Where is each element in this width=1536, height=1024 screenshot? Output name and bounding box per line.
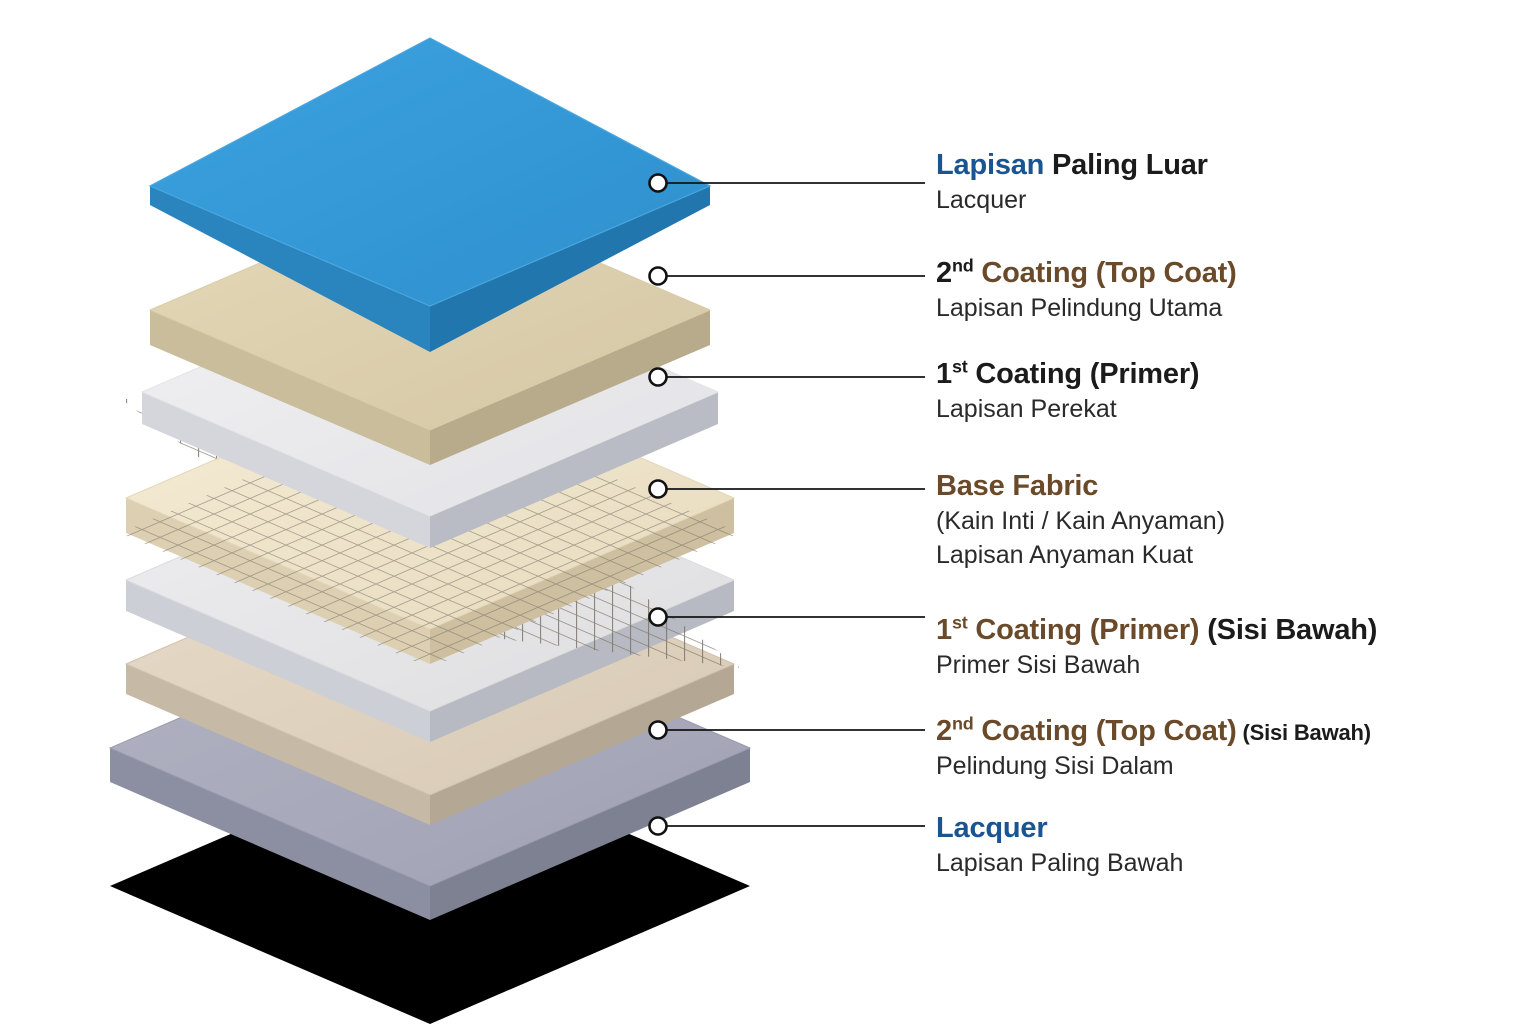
callout-title-part: Coating (Primer) <box>967 358 1200 390</box>
callout-subtitle-primer-upper: Lapisan Perekat <box>936 395 1117 424</box>
ordinal-suffix: nd <box>951 255 974 276</box>
ordinal-suffix: st <box>951 612 968 633</box>
callout-dot-primer-upper <box>648 367 668 387</box>
callout-dot-top-coat-lower <box>648 720 668 740</box>
callout-title-part: (Sisi Bawah) <box>1199 614 1378 646</box>
callout-leaders <box>666 182 925 827</box>
callout-subtitle-lacquer-bottom: Lapisan Paling Bawah <box>936 849 1184 878</box>
layer-lacquer-top <box>148 37 712 352</box>
callout-title-part: Coating (Top Coat) <box>973 715 1237 747</box>
callout-title-part: 2 <box>936 715 952 747</box>
callout-dot-lacquer-bottom <box>648 816 668 836</box>
callout-subtitle-primer-lower: Primer Sisi Bawah <box>936 651 1141 680</box>
callout-dot-top-coat-upper <box>648 266 668 286</box>
callout-label-primer-upper: 1st Coating (Primer) Lapisan Perekat <box>936 356 1200 425</box>
callout-label-lacquer-bottom: Lacquer Lapisan Paling Bawah <box>936 811 1183 879</box>
callout-title-primer-lower: 1st Coating (Primer) (Sisi Bawah) <box>936 613 1377 647</box>
callout-title-part: (Sisi Bawah) <box>1236 720 1371 745</box>
callout-title-part: Lacquer <box>936 812 1048 844</box>
callout-dots[interactable] <box>648 173 668 836</box>
callout-subtitle-top-coat-upper: Lapisan Pelindung Utama <box>936 294 1223 323</box>
callout-title-part: Coating (Primer) <box>967 614 1200 646</box>
callout-dot-primer-lower <box>648 607 668 627</box>
ordinal-suffix: st <box>951 356 968 377</box>
callout-title-part: Paling Luar <box>1044 149 1208 181</box>
callout-label-primer-lower: 1st Coating (Primer) (Sisi Bawah) Primer… <box>936 613 1377 681</box>
callout-label-lacquer-top: Lapisan Paling Luar Lacquer <box>936 148 1208 216</box>
callout-title-lacquer-bottom: Lacquer <box>936 811 1183 845</box>
callout-subtitle-lacquer-top: Lacquer <box>936 186 1027 215</box>
callout-title-part: Base Fabric <box>936 470 1099 502</box>
callout-subtitle-base-fabric: (Kain Inti / Kain Anyaman) <box>936 507 1226 536</box>
callout-title-top-coat-upper: 2nd Coating (Top Coat) <box>936 256 1237 290</box>
callout-title-base-fabric: Base Fabric <box>936 469 1225 503</box>
callout-dot-base-fabric <box>648 479 668 499</box>
callout-dot-lacquer-top <box>648 173 668 193</box>
callout-title-lacquer-top: Lapisan Paling Luar <box>936 148 1208 182</box>
callout-title-part: Lapisan <box>936 149 1045 181</box>
ordinal-suffix: nd <box>951 713 974 734</box>
callout-subtitle2-base-fabric: Lapisan Anyaman Kuat <box>936 541 1194 570</box>
callout-title-part: 1 <box>936 614 952 646</box>
callout-title-primer-upper: 1st Coating (Primer) <box>936 356 1200 391</box>
callout-subtitle-top-coat-lower: Pelindung Sisi Dalam <box>936 752 1174 781</box>
callout-label-top-coat-upper: 2nd Coating (Top Coat) Lapisan Pelindung… <box>936 256 1237 324</box>
callout-title-top-coat-lower: 2nd Coating (Top Coat) (Sisi Bawah) <box>936 714 1371 748</box>
callout-title-part: 2 <box>936 257 952 289</box>
callout-label-base-fabric: Base Fabric (Kain Inti / Kain Anyaman) L… <box>936 469 1225 571</box>
callout-title-part: Coating (Top Coat) <box>973 257 1237 289</box>
callout-label-top-coat-lower: 2nd Coating (Top Coat) (Sisi Bawah) Peli… <box>936 714 1371 782</box>
callout-title-part: 1 <box>936 358 952 390</box>
